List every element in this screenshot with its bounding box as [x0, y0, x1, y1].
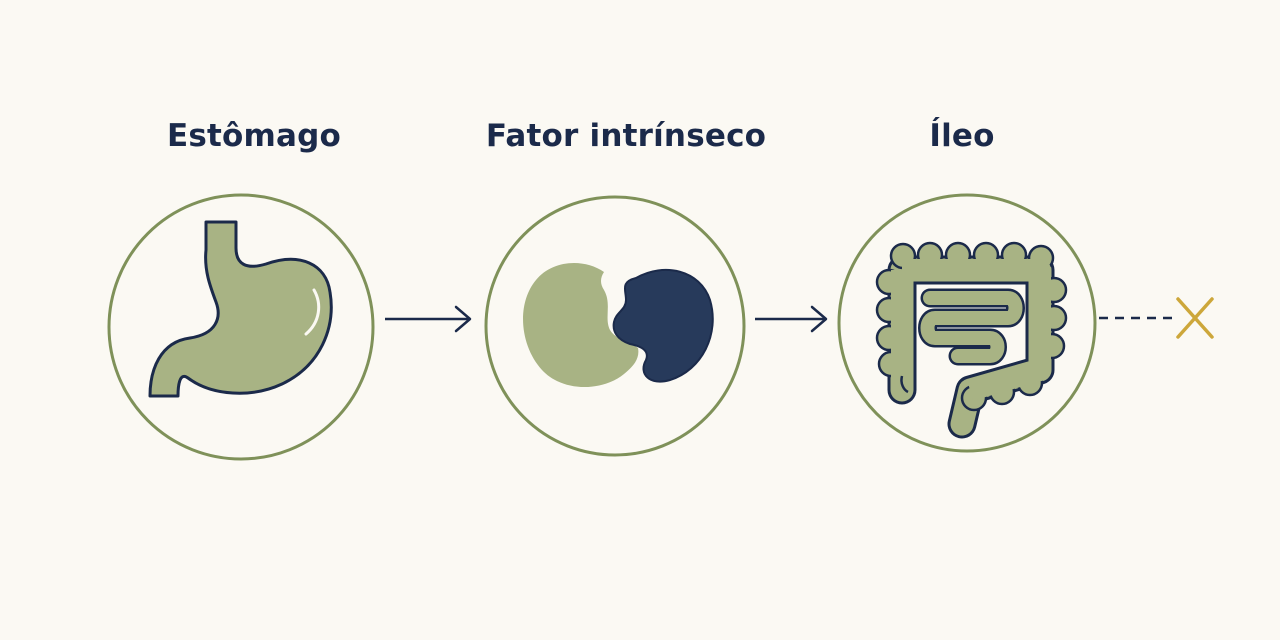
intestine-icon: [875, 241, 1068, 439]
arrow-right-icon: [385, 305, 472, 333]
intrinsic-factor-circle: [484, 195, 746, 457]
step-label-stomach: Estômago: [166, 118, 342, 154]
arrow-right-icon: [755, 305, 828, 333]
stomach-circle: [107, 193, 375, 461]
x-mark-icon: [1176, 297, 1214, 339]
step-label-ileum: Íleo: [929, 118, 995, 154]
intrinsic-factor-binding-icon: [523, 262, 714, 388]
step-label-intrinsic-factor: Fator intrínseco: [485, 118, 767, 154]
ileum-circle: [837, 193, 1097, 453]
stomach-icon: [148, 220, 333, 398]
